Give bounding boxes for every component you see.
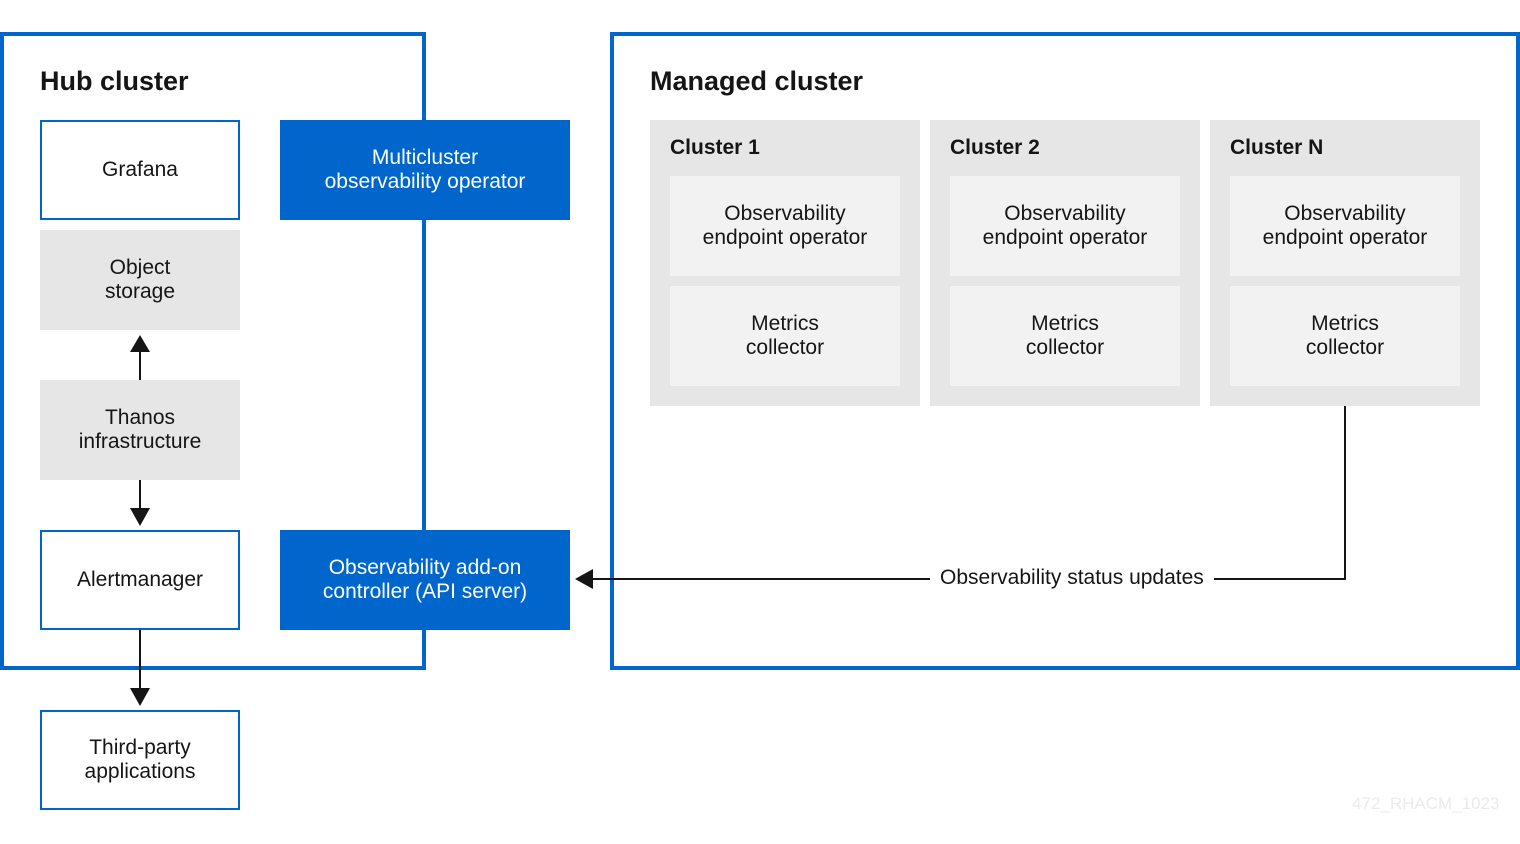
figure-id-watermark: 472_RHACM_1023 [1352, 794, 1500, 813]
cluster-1-metrics-collector: Metrics collector [670, 286, 900, 386]
cluster-2-title: Cluster 2 [950, 136, 1040, 159]
arrowhead-left-controller [575, 569, 593, 589]
grafana-box: Grafana [40, 120, 240, 220]
alertmanager-box: Alertmanager [40, 530, 240, 630]
cluster-2-endpoint-operator: Observability endpoint operator [950, 176, 1180, 276]
cluster-1-endpoint-operator: Observability endpoint operator [670, 176, 900, 276]
arrowhead-up-storage [130, 335, 150, 352]
status-updates-label: Observability status updates [930, 566, 1214, 590]
hub-cluster-title: Hub cluster [40, 66, 189, 96]
thanos-infrastructure-box: Thanos infrastructure [40, 380, 240, 480]
observability-addon-controller-box: Observability add-on controller (API ser… [280, 530, 570, 630]
arrowhead-down-alertmanager [130, 508, 150, 526]
cluster-n-title: Cluster N [1230, 136, 1324, 159]
status-updates-line [590, 406, 1346, 580]
third-party-applications-box: Third-party applications [40, 710, 240, 810]
cluster-n-metrics-collector: Metrics collector [1230, 286, 1460, 386]
cluster-2-metrics-collector: Metrics collector [950, 286, 1180, 386]
hub-cluster-frame [0, 32, 426, 670]
cluster-n-endpoint-operator: Observability endpoint operator [1230, 176, 1460, 276]
object-storage-box: Object storage [40, 230, 240, 330]
arrowhead-down-thirdparty [130, 688, 150, 706]
managed-cluster-title: Managed cluster [650, 66, 864, 96]
managed-cluster-frame [610, 32, 1520, 670]
cluster-1-title: Cluster 1 [670, 136, 760, 159]
multicluster-observability-operator-box: Multicluster observability operator [280, 120, 570, 220]
